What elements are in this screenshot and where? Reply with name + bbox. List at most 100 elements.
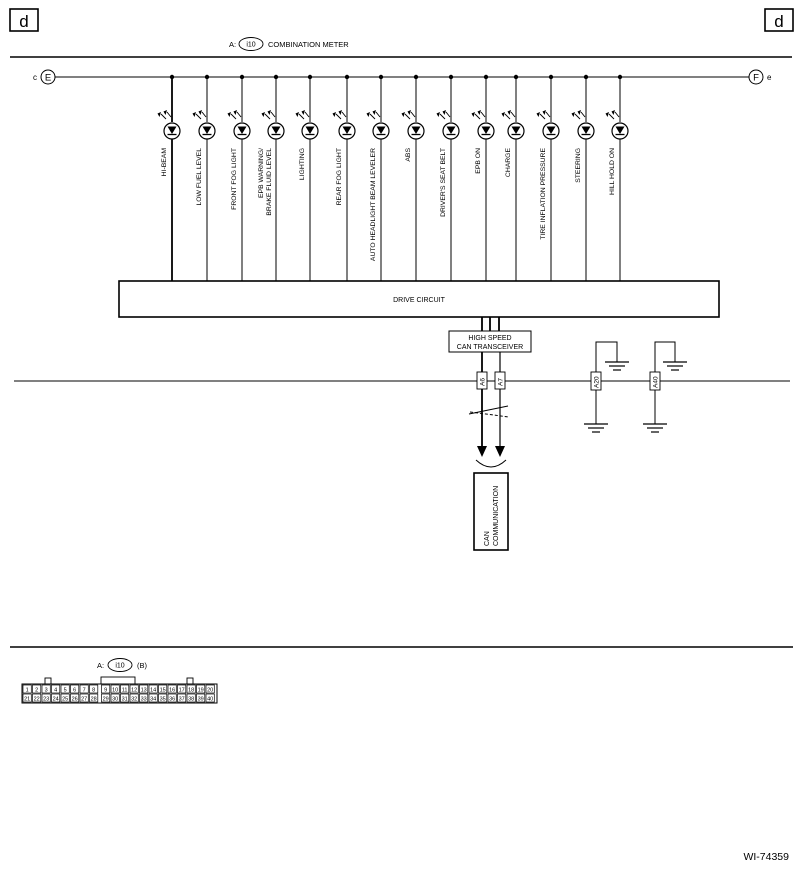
bus-terminal-left: c E: [33, 69, 56, 85]
connector-pin-number: 11: [122, 687, 128, 693]
lamp-steering: STEERING: [571, 74, 595, 281]
bus-right-terminal: F: [753, 73, 759, 84]
connector-pin-cell: 1: [22, 684, 32, 694]
light-emission-icon: [501, 110, 516, 120]
can-low-arrow: [495, 446, 505, 457]
connector-pin-number: 20: [207, 687, 213, 693]
connector-pin-cell: 29: [101, 693, 111, 703]
connector-pin-number: 28: [91, 696, 97, 702]
connector-pin-number: 15: [160, 687, 166, 693]
header-connector-prefix: A:: [229, 40, 236, 49]
connector-pin-number: 3: [45, 687, 48, 693]
light-emission-icon: [332, 110, 347, 120]
connector-pin-cell: 9: [101, 684, 111, 694]
connector-pin-number: 10: [112, 687, 118, 693]
light-emission-icon: [227, 110, 242, 120]
pin-a40-label: A40: [653, 376, 660, 388]
can-box-line2: COMMUNICATION: [493, 486, 500, 546]
bus-right-side-label: e: [767, 73, 772, 82]
corner-label-right: d: [774, 12, 783, 31]
lamp-label-line2: BRAKE FLUID LEVEL: [266, 148, 273, 216]
connector-pin-cell: 31: [120, 693, 130, 703]
transceiver-line2: CAN TRANSCEIVER: [457, 344, 523, 351]
connector-pin-number: 18: [188, 687, 194, 693]
connector-pin-cell: 39: [196, 693, 206, 703]
connector-pin-cell: 37: [177, 693, 187, 703]
lamp-rear-fog-light: REAR FOG LIGHT: [332, 74, 356, 281]
connector-pin-cell: 8: [89, 684, 99, 694]
corner-label-left: d: [19, 12, 28, 31]
light-emission-icon: [471, 110, 486, 120]
connector-pin-cell: 4: [51, 684, 61, 694]
lamp-front-fog-light: FRONT FOG LIGHT: [227, 74, 251, 281]
connector-pin-number: 25: [62, 696, 68, 702]
lamp-charge: CHARGE: [501, 74, 525, 281]
lamp-label: EPB WARNING/: [258, 148, 265, 198]
connector-pin-number: 9: [104, 687, 107, 693]
lamp-low-fuel-level: LOW FUEL LEVEL: [192, 74, 216, 281]
connector-pin-number: 39: [198, 696, 204, 702]
light-emission-icon: [366, 110, 381, 120]
lamp-label: STEERING: [575, 148, 582, 183]
connector-pin-number: 26: [72, 696, 78, 702]
bus-left-side-label: c: [33, 73, 37, 82]
lamp-hi-beam: HI-BEAM: [157, 74, 181, 281]
connector-pin-cell: 35: [158, 693, 168, 703]
lamp-label: CHARGE: [505, 148, 512, 178]
corner-box-right: d: [764, 8, 794, 32]
connector-pin-number: 21: [24, 696, 30, 702]
connector-pin-cell: 32: [129, 693, 139, 703]
lamp-lighting: LIGHTING: [295, 74, 319, 281]
light-emission-icon: [261, 110, 276, 120]
connector-pin-cell: 40: [205, 693, 215, 703]
lamp-driver-s-seat-belt: DRIVER'S SEAT BELT: [436, 74, 460, 281]
can-transceiver-block: HIGH SPEED CAN TRANSCEIVER: [448, 330, 532, 353]
connector-pin-number: 27: [81, 696, 87, 702]
light-emission-icon: [436, 110, 451, 120]
connector-pin-number: 38: [188, 696, 194, 702]
connector-pin-number: 5: [64, 687, 67, 693]
connector-pin-cell: 7: [79, 684, 89, 694]
header-connector-id: i10: [246, 42, 255, 49]
twisted-pair-mark: [468, 405, 509, 415]
connector-pin-number: 35: [160, 696, 166, 702]
connector-pin-number: 37: [179, 696, 185, 702]
connector-pin-number: 4: [54, 687, 57, 693]
lamp-auto-headlight-beam-leveler: AUTO HEADLIGHT BEAM LEVELER: [366, 74, 390, 281]
connector-pin-cell: 15: [158, 684, 168, 694]
transceiver-line1: HIGH SPEED: [468, 335, 511, 342]
connector-pin-number: 31: [122, 696, 128, 702]
connector-pin-cell: 2: [32, 684, 42, 694]
connector-pin-number: 1: [26, 687, 29, 693]
header-connector-title: A: i10 COMBINATION METER: [229, 37, 349, 51]
light-emission-icon: [157, 110, 172, 120]
lamp-label: HILL HOLD ON: [609, 148, 616, 195]
connector-pin-cell: 13: [139, 684, 149, 694]
connector-pin-cell: 10: [110, 684, 120, 694]
ground-a40: A40: [643, 341, 687, 433]
connector-pin-cell: 20: [205, 684, 215, 694]
lamp-label: FRONT FOG LIGHT: [231, 148, 238, 210]
connector-pin-cell: 26: [70, 693, 80, 703]
connector-pin-cell: 18: [186, 684, 196, 694]
connector-face-prefix: A:: [97, 661, 104, 670]
lamp-label: HI-BEAM: [161, 148, 168, 177]
can-bus-arc: [475, 459, 507, 468]
connector-pin-number: 13: [141, 687, 147, 693]
connector-pin-cell: 6: [70, 684, 80, 694]
lamp-label: ABS: [405, 148, 412, 162]
light-emission-icon: [192, 110, 207, 120]
corner-box-left: d: [9, 8, 39, 32]
lamp-abs: ABS: [401, 74, 425, 281]
ground-a20: A20: [584, 341, 629, 433]
connector-pin-cell: 34: [148, 693, 158, 703]
connector-pin-cell: 5: [60, 684, 70, 694]
pin-a6-label: A6: [480, 378, 487, 386]
light-emission-icon: [295, 110, 310, 120]
drive-circuit-label: DRIVE CIRCUIT: [393, 297, 445, 304]
connector-pin-cell: 16: [167, 684, 177, 694]
drive-circuit-block: DRIVE CIRCUIT: [118, 280, 720, 318]
drawing-number: WI-74359: [743, 851, 789, 863]
connector-pin-number: 16: [169, 687, 175, 693]
can-box-line1: CAN: [484, 531, 491, 546]
